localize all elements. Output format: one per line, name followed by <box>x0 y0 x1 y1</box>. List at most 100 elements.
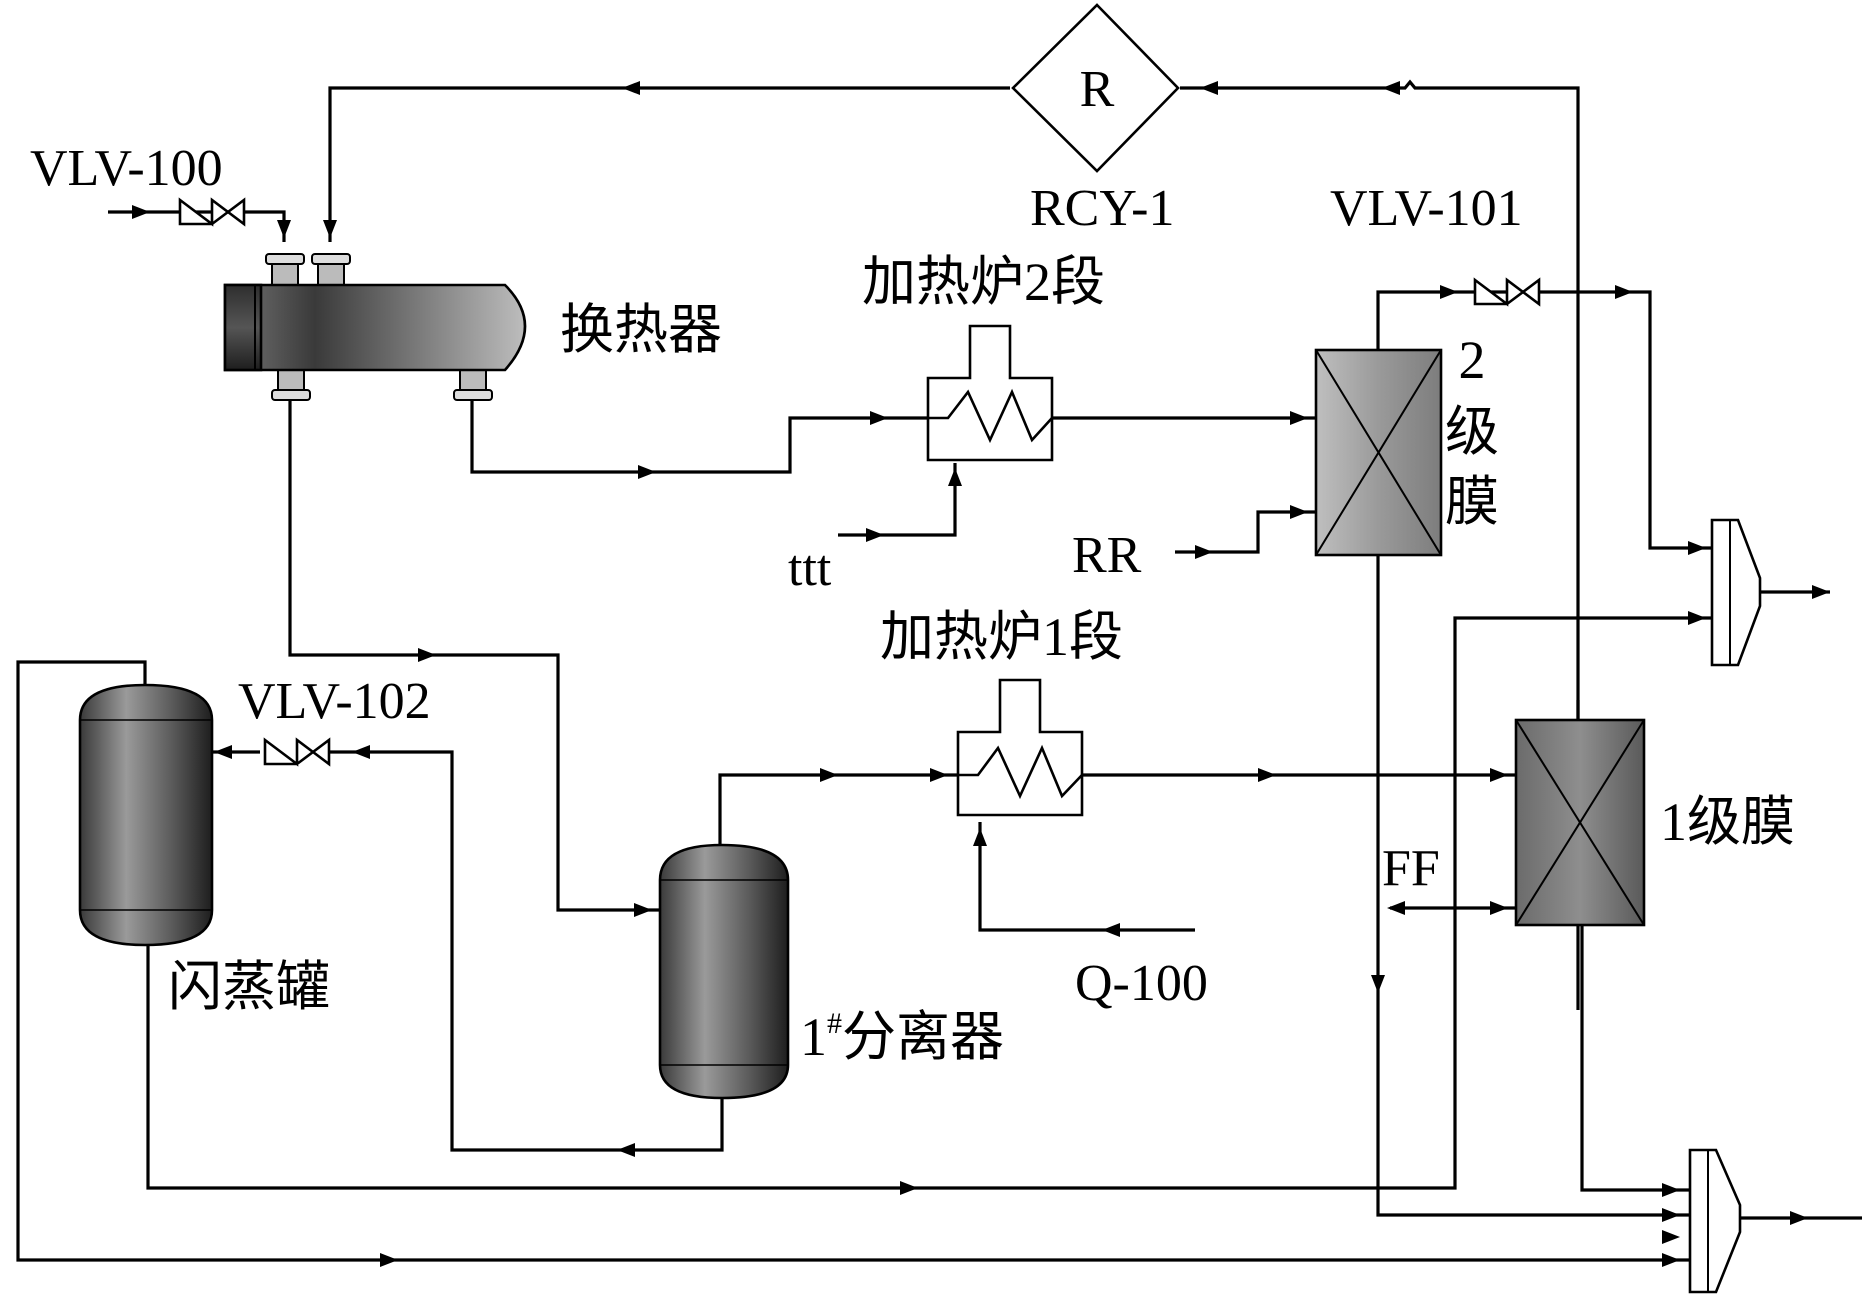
pipe-flash-top <box>16 660 1690 1262</box>
arrow-mixer-upper-in2 <box>1688 611 1706 625</box>
pipe-mem2-permeate <box>1376 290 1712 550</box>
arrow-q100 <box>1102 923 1120 937</box>
arrow-mem2-down <box>1371 975 1385 993</box>
label-ff: FF <box>1382 840 1440 897</box>
pipe-hx-to-furnace2 <box>470 398 928 474</box>
mixer-lower[interactable] <box>1688 1148 1742 1294</box>
valve-vlv100-body <box>178 197 246 227</box>
hx-nozzle-3b <box>271 389 311 401</box>
arrow-ttt <box>866 528 884 542</box>
membrane2-diag2 <box>1315 349 1442 556</box>
arrow-mem2-in <box>1290 411 1308 425</box>
arrow-vlv101-out <box>1615 285 1633 299</box>
arrow-rr <box>1195 545 1213 559</box>
label-separator-suffix: 分离器 <box>842 1007 1004 1067</box>
hx-nozzle-4b <box>453 389 493 401</box>
label-separator: 1#分离器 <box>800 1007 1004 1067</box>
recycle-symbol: R <box>1080 61 1115 118</box>
label-vlv102: VLV-102 <box>238 673 431 730</box>
arrow-hx-feed1 <box>277 220 291 238</box>
label-q100: Q-100 <box>1075 955 1208 1012</box>
membrane1-diag2 <box>1515 719 1645 926</box>
arrow-hx-out <box>638 465 656 479</box>
label-furnace1: 加热炉1段 <box>880 607 1123 667</box>
valve-vlv102[interactable] <box>263 737 331 767</box>
separator-body <box>658 843 790 1100</box>
arrow-mem1-in2 <box>1490 768 1508 782</box>
arrow-flash-top-return <box>380 1253 398 1267</box>
label-membrane2-1: 2 <box>1459 330 1486 390</box>
labels: VLV-100 RCY-1 VLV-101 换热器 加热炉2段 2 级 膜 tt… <box>30 140 1795 1067</box>
valve-vlv102-body <box>263 737 331 767</box>
pipe-ttt <box>838 463 957 537</box>
mixer-lower-body <box>1688 1148 1742 1294</box>
valve-vlv101-body <box>1473 277 1541 307</box>
arrow-mem1-in1 <box>1258 768 1276 782</box>
arrow-furnace2-in <box>870 411 888 425</box>
furnace1-body <box>956 678 1084 817</box>
membrane-2[interactable] <box>1314 348 1443 557</box>
arrow-vlv102-in <box>352 745 370 759</box>
arrow-mixer-upper-out <box>1812 585 1830 599</box>
label-membrane1: 1级膜 <box>1660 792 1795 852</box>
arrow-separator-bottom <box>617 1143 635 1157</box>
pipe-recycle-riser <box>1180 79 1580 1010</box>
pipe-hx-to-separator <box>288 398 660 912</box>
arrow-separator-in <box>634 903 652 917</box>
label-membrane2-2: 级 <box>1445 402 1499 462</box>
pipe-recycle-to-hx <box>328 86 1010 242</box>
valve-vlv100[interactable] <box>178 197 246 227</box>
arrow-ff-mem1 <box>1490 901 1508 915</box>
arrow-vlv100-in <box>132 205 150 219</box>
arrow-flash-in <box>214 745 232 759</box>
hx-shell <box>223 283 527 372</box>
arrow-q100-up <box>973 828 987 846</box>
furnace-1[interactable] <box>956 678 1084 817</box>
label-separator-sup: # <box>827 1007 842 1040</box>
membrane-1[interactable] <box>1514 718 1646 927</box>
furnace1-coil <box>958 744 1083 800</box>
label-separator-prefix: 1 <box>800 1007 827 1067</box>
label-vlv100: VLV-100 <box>30 140 223 197</box>
pipe-flash-bottom <box>146 616 1712 1190</box>
label-ttt: ttt <box>788 540 832 597</box>
arrow-furnace1-in1 <box>820 768 838 782</box>
furnace2-coil <box>928 388 1053 444</box>
arrow-ff <box>1387 901 1405 915</box>
hx-nozzle-2b <box>311 253 351 265</box>
arrow-mixer-upper-in1 <box>1688 541 1706 555</box>
arrow-recycle-top3 <box>1382 81 1400 95</box>
arrow-flash-bottom <box>900 1181 918 1195</box>
arrow-mixer-lower-in3 <box>1662 1230 1680 1244</box>
pipe-mem1-retentate <box>1580 925 1690 1192</box>
arrow-furnace1-in2 <box>930 768 948 782</box>
label-vlv101: VLV-101 <box>1330 180 1523 237</box>
furnace-2[interactable] <box>926 324 1054 462</box>
separator-1[interactable] <box>658 843 790 1100</box>
arrow-recycle-top1 <box>622 81 640 95</box>
arrow-mixer-lower-out <box>1790 1211 1808 1225</box>
arrow-mixer-lower-in4 <box>1662 1253 1680 1267</box>
flash-tank[interactable] <box>78 683 214 947</box>
heat-exchanger[interactable] <box>223 253 527 401</box>
flash-tank-body <box>78 683 214 947</box>
arrow-ttt-up <box>948 468 962 486</box>
label-flash-tank: 闪蒸罐 <box>168 957 330 1017</box>
flow-arrows <box>132 81 1830 1267</box>
recycle-block[interactable]: R <box>1011 3 1180 173</box>
pipe-separator-to-furnace1 <box>718 773 958 845</box>
arrow-to-separator-branch <box>418 648 436 662</box>
valve-vlv101[interactable] <box>1473 277 1541 307</box>
mixer-upper-body <box>1710 518 1762 667</box>
label-rcy1: RCY-1 <box>1030 180 1174 237</box>
arrow-mixer-lower-in1 <box>1662 1183 1680 1197</box>
pipe-rr <box>1175 510 1316 554</box>
label-heat-exchanger: 换热器 <box>560 300 722 360</box>
arrow-mixer-lower-in2 <box>1662 1208 1680 1222</box>
arrow-hx-feed2 <box>323 220 337 238</box>
mixer-upper[interactable] <box>1710 518 1762 667</box>
pipe-separator-bottom <box>326 750 724 1152</box>
hx-nozzle-1b <box>265 253 305 265</box>
furnace2-body <box>926 324 1054 462</box>
